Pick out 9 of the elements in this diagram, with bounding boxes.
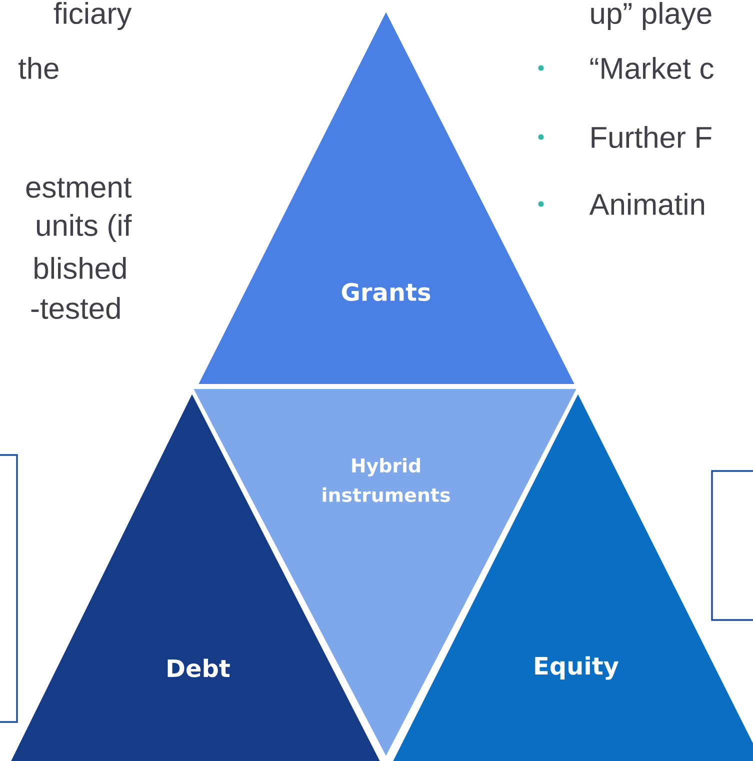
text-fragment: estment	[26, 178, 132, 198]
text-fragment: up” playe	[591, 2, 712, 30]
text-fragment: the	[18, 56, 58, 80]
text-fragment: -tested	[31, 296, 120, 320]
text-fragment: blished	[34, 256, 126, 280]
outlined-box	[0, 454, 18, 723]
outlined-box	[711, 470, 753, 621]
text-fragment: units (if	[36, 214, 132, 242]
text-fragment: ficiary	[54, 2, 132, 30]
